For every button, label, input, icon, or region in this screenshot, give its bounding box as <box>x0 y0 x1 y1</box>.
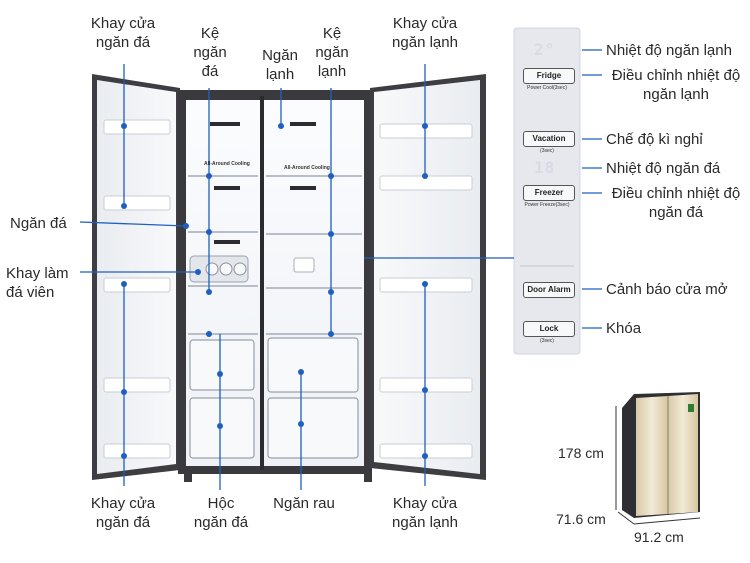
dimension-thumbnail <box>615 392 701 525</box>
dimension-height: 178 cm <box>558 445 604 461</box>
lock-button-sublabel: (3sec) <box>540 338 554 344</box>
label-ice-maker: Khay làm đá viên <box>6 265 69 301</box>
ice-box-drawer <box>189 339 255 391</box>
label-vacation: Chế độ kì nghỉ <box>606 131 703 148</box>
vegetable-drawer <box>267 337 359 393</box>
door-alarm-button[interactable]: Door Alarm <box>523 282 575 298</box>
label-lock: Khóa <box>606 320 642 337</box>
cooling-label-right: All-Around Cooling <box>284 165 330 171</box>
label-freezer-compartment: Ngăn đá <box>10 215 67 232</box>
label-vegetable-drawer: Ngăn rau <box>273 495 335 512</box>
fridge-button-sublabel: Power Cool(3sec) <box>527 85 567 91</box>
label-fridge-shelf-top: Kệ ngăn lạnh <box>315 25 349 80</box>
freezer-door-tray <box>103 195 171 211</box>
label-door-alarm: Cảnh báo cửa mở <box>606 281 728 298</box>
vacation-button-sublabel: (3sec) <box>540 148 554 154</box>
width-dimension-line <box>633 517 701 525</box>
freezer-door-tray <box>103 119 171 135</box>
label-freezer-temp: Nhiệt độ ngăn đá <box>606 160 721 177</box>
fridge-door <box>370 74 486 480</box>
depth-dimension-line <box>617 511 635 525</box>
freezer-door-tray <box>103 377 171 393</box>
freezer-door-tray <box>103 277 171 293</box>
label-ice-box: Hộc ngăn đá <box>193 495 249 531</box>
label-fridge-adjust: Điều chỉnh nhiệt độ ngăn lạnh <box>611 67 741 103</box>
label-freezer-shelf-top: Kệ ngăn đá <box>193 25 227 80</box>
dimension-width: 91.2 cm <box>634 529 684 545</box>
vacation-button[interactable]: Vacation <box>523 131 575 147</box>
label-fridge-temp: Nhiệt độ ngăn lạnh <box>606 42 732 59</box>
lock-button[interactable]: Lock <box>523 321 575 337</box>
callout-lines <box>79 49 602 490</box>
fridge-label-card <box>293 257 315 273</box>
label-top-left-door-tray: Khay cửa ngăn đá <box>90 15 156 51</box>
label-freezer-adjust: Điều chỉnh nhiệt độ ngăn đá <box>611 185 741 221</box>
freezer-temp-display: 18 <box>534 158 556 177</box>
label-bottom-right-door-tray: Khay cửa ngăn lạnh <box>392 495 458 531</box>
freezer-button-sublabel: Power Freeze(3sec) <box>524 202 570 208</box>
label-fridge-compartment: Ngăn lạnh <box>262 47 298 83</box>
freezer-door <box>92 74 180 480</box>
label-top-right-door-tray: Khay cửa ngăn lạnh <box>392 15 458 51</box>
ice-maker <box>189 255 249 283</box>
dimension-depth: 71.6 cm <box>556 511 606 527</box>
fridge-button[interactable]: Fridge <box>523 68 575 84</box>
callout-dots <box>121 123 428 459</box>
cooling-label-left: All-Around Cooling <box>204 161 250 167</box>
fridge-temp-display: 2° <box>534 40 556 59</box>
label-bottom-left-door-tray: Khay cửa ngăn đá <box>90 495 156 531</box>
cabinet <box>178 90 372 482</box>
vegetable-drawer <box>267 397 359 459</box>
freezer-button[interactable]: Freezer <box>523 185 575 201</box>
freezer-door-tray <box>103 443 171 459</box>
